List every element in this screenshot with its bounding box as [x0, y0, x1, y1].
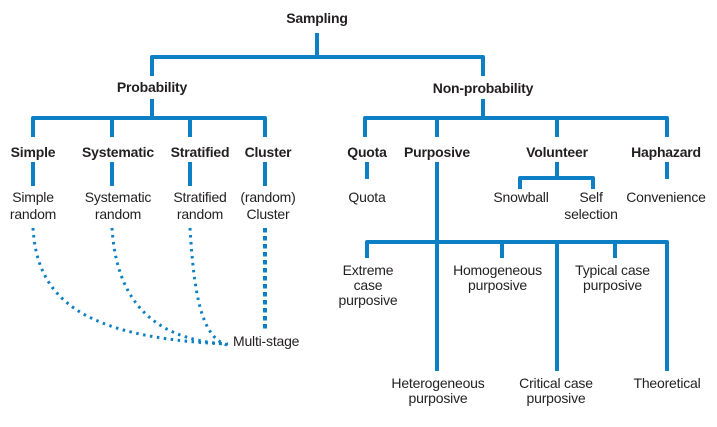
- node-typical-case-purposive: Typical case purposive: [575, 262, 650, 293]
- solid-connectors: [31, 33, 669, 371]
- node-haphazard: Haphazard: [631, 144, 701, 160]
- multi-stage-dotted-curves: [31, 227, 229, 347]
- node-snowball: Snowball: [493, 189, 549, 205]
- node-volunteer: Volunteer: [526, 144, 588, 160]
- node-multi-stage: Multi-stage: [233, 333, 300, 349]
- node-heterogeneous-purposive: Heterogeneous purposive: [391, 375, 485, 406]
- node-sampling: Sampling: [286, 10, 348, 26]
- node-simple: Simple: [10, 144, 56, 160]
- node-purposive: Purposive: [404, 144, 470, 160]
- node-stratified-random: Stratified random: [173, 189, 227, 222]
- node-stratified: Stratified: [170, 144, 230, 160]
- node-probability: Probability: [116, 79, 188, 95]
- node-homogeneous-purposive: Homogeneous purposive: [453, 262, 542, 293]
- node-simple-random: Simple random: [9, 189, 57, 222]
- node-quota-sub: Quota: [348, 189, 386, 205]
- node-systematic-random: Systematic random: [84, 189, 152, 222]
- node-convenience: Convenience: [626, 189, 706, 205]
- node-quota: Quota: [347, 144, 387, 160]
- node-systematic: Systematic: [82, 144, 154, 160]
- node-extreme-case-purposive: Extreme case purposive: [338, 262, 398, 308]
- node-theoretical: Theoretical: [633, 375, 701, 391]
- node-non-probability: Non-probability: [432, 80, 534, 96]
- node-critical-case-purposive: Critical case purposive: [519, 375, 593, 406]
- node-self-selection: Self selection: [564, 189, 618, 222]
- node-random-cluster: (random) Cluster: [240, 189, 296, 222]
- node-cluster: Cluster: [244, 144, 292, 160]
